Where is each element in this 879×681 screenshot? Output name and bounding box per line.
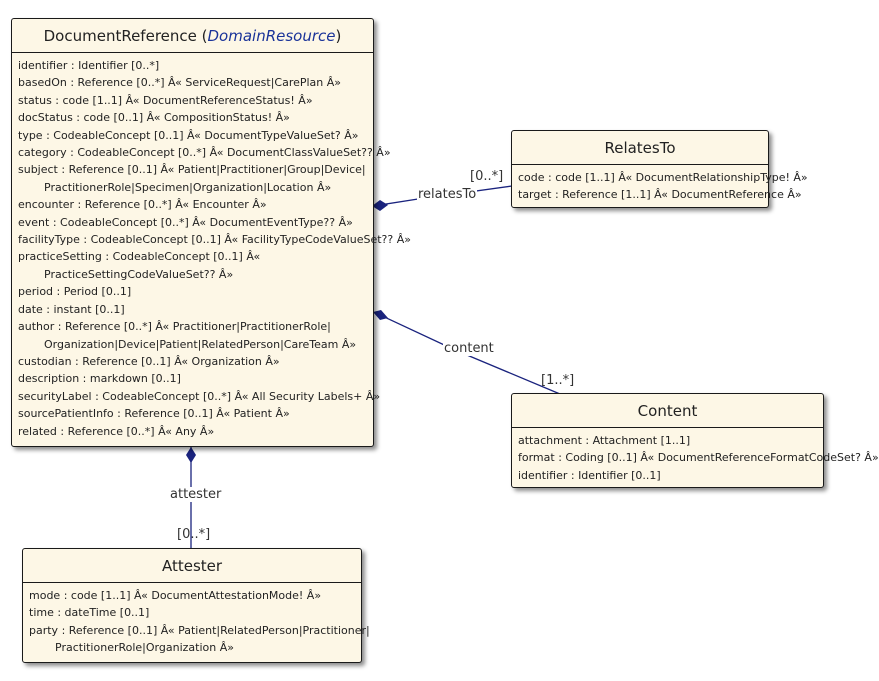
content-class[interactable]: Content attachment : Attachment [1..1] fo… bbox=[511, 393, 879, 488]
document-reference-attribute-line[interactable]: event : CodeableConcept [0..*] Â« Docume… bbox=[18, 215, 353, 229]
document-reference-attribute-line[interactable]: encounter : Reference [0..*] Â« Encounte… bbox=[18, 198, 267, 212]
attester-multiplicity: [0..*] bbox=[177, 527, 211, 542]
relates-to-multiplicity: [0..*] bbox=[470, 169, 504, 184]
content-attribute-line[interactable]: identifier : Identifier [0..1] bbox=[518, 468, 661, 482]
content-label: content bbox=[443, 341, 495, 356]
attester-attributes: mode : code [1..1] Â« DocumentAttestatio… bbox=[23, 583, 370, 661]
attester-label: attester bbox=[169, 487, 223, 502]
attester-composition-diamond bbox=[186, 447, 196, 463]
relates-to-attribute-line[interactable]: code : code [1..1] Â« DocumentRelationsh… bbox=[518, 171, 808, 184]
document-reference-attribute-line[interactable]: category : CodeableConcept [0..*] Â« Doc… bbox=[18, 146, 391, 160]
attester-attribute-line[interactable]: mode : code [1..1] Â« DocumentAttestatio… bbox=[29, 589, 322, 602]
content-title: Content bbox=[512, 394, 823, 428]
document-reference-attribute-line[interactable]: facilityType : CodeableConcept [0..1] Â«… bbox=[18, 233, 411, 247]
document-reference-attribute-line[interactable]: author : Reference [0..*] Â« Practitione… bbox=[18, 320, 331, 334]
document-reference-class[interactable]: DocumentReference (DomainResource) ident… bbox=[11, 18, 411, 447]
content-attribute-line[interactable]: format : Coding [0..1] Â« DocumentRefere… bbox=[518, 451, 879, 465]
content-name: Content bbox=[637, 402, 698, 420]
relates-to-title: RelatesTo bbox=[512, 131, 768, 165]
relates-to-name: RelatesTo bbox=[604, 139, 676, 157]
document-reference-attribute-line[interactable]: Organization|Device|Patient|RelatedPerso… bbox=[44, 337, 357, 351]
relates-to-attributes: code : code [1..1] Â« DocumentRelationsh… bbox=[512, 165, 808, 208]
document-reference-attribute-line[interactable]: securityLabel : CodeableConcept [0..*] Â… bbox=[18, 389, 381, 403]
document-reference-attribute-line[interactable]: status : code [1..1] Â« DocumentReferenc… bbox=[18, 93, 313, 107]
attester-attribute-line[interactable]: PractitionerRole|Organization Â» bbox=[55, 641, 234, 655]
document-reference-title: DocumentReference (DomainResource) bbox=[12, 19, 373, 53]
document-reference-attribute-line[interactable]: description : markdown [0..1] bbox=[18, 372, 181, 386]
document-reference-attribute-line[interactable]: related : Reference [0..*] Â« Any Â» bbox=[18, 424, 215, 438]
document-reference-attribute-line[interactable]: PractitionerRole|Specimen|Organization|L… bbox=[44, 180, 332, 194]
relates-to-class[interactable]: RelatesTo code : code [1..1] Â« Document… bbox=[511, 130, 808, 208]
relates-to-attribute-line[interactable]: target : Reference [1..1] Â« DocumentRef… bbox=[518, 188, 802, 202]
document-reference-attribute-line[interactable]: docStatus : code [0..1] Â« CompositionSt… bbox=[18, 111, 290, 125]
document-reference-attribute-line[interactable]: period : Period [0..1] bbox=[18, 285, 132, 299]
content-multiplicity: [1..*] bbox=[541, 373, 575, 388]
relates-to-composition-diamond bbox=[372, 200, 388, 211]
attester-class[interactable]: Attester mode : code [1..1] Â« DocumentA… bbox=[22, 548, 370, 663]
document-reference-stereotype[interactable]: DomainResource bbox=[207, 27, 336, 45]
document-reference-attribute-line[interactable]: PracticeSettingCodeValueSet?? Â» bbox=[44, 267, 234, 281]
document-reference-attribute-line[interactable]: date : instant [0..1] bbox=[18, 302, 125, 316]
document-reference-attribute-line[interactable]: sourcePatientInfo : Reference [0..1] Â« … bbox=[18, 407, 290, 421]
document-reference-attribute-line[interactable]: custodian : Reference [0..1] Â« Organiza… bbox=[18, 354, 280, 368]
content-attributes: attachment : Attachment [1..1] format : C… bbox=[512, 428, 879, 488]
document-reference-attribute-line[interactable]: practiceSetting : CodeableConcept [0..1]… bbox=[18, 250, 261, 264]
content-attribute-line[interactable]: attachment : Attachment [1..1] bbox=[518, 434, 691, 447]
attester-attribute-line[interactable]: party : Reference [0..1] Â« Patient|Rela… bbox=[29, 623, 370, 637]
content-composition-diamond bbox=[373, 310, 388, 320]
document-reference-attributes: identifier : Identifier [0..*] basedOn : … bbox=[12, 53, 411, 444]
document-reference-attribute-line[interactable]: identifier : Identifier [0..*] bbox=[18, 59, 160, 72]
attester-name: Attester bbox=[161, 557, 223, 575]
relates-to-label: relatesTo bbox=[417, 187, 478, 202]
attester-attribute-line[interactable]: time : dateTime [0..1] bbox=[29, 606, 150, 620]
document-reference-attribute-line[interactable]: basedOn : Reference [0..*] Â« ServiceReq… bbox=[18, 76, 342, 90]
document-reference-name: DocumentReference bbox=[43, 27, 197, 45]
document-reference-attribute-line[interactable]: type : CodeableConcept [0..1] Â« Documen… bbox=[18, 128, 359, 142]
document-reference-attribute-line[interactable]: subject : Reference [0..1] Â« Patient|Pr… bbox=[18, 163, 366, 177]
attester-title: Attester bbox=[23, 549, 361, 583]
